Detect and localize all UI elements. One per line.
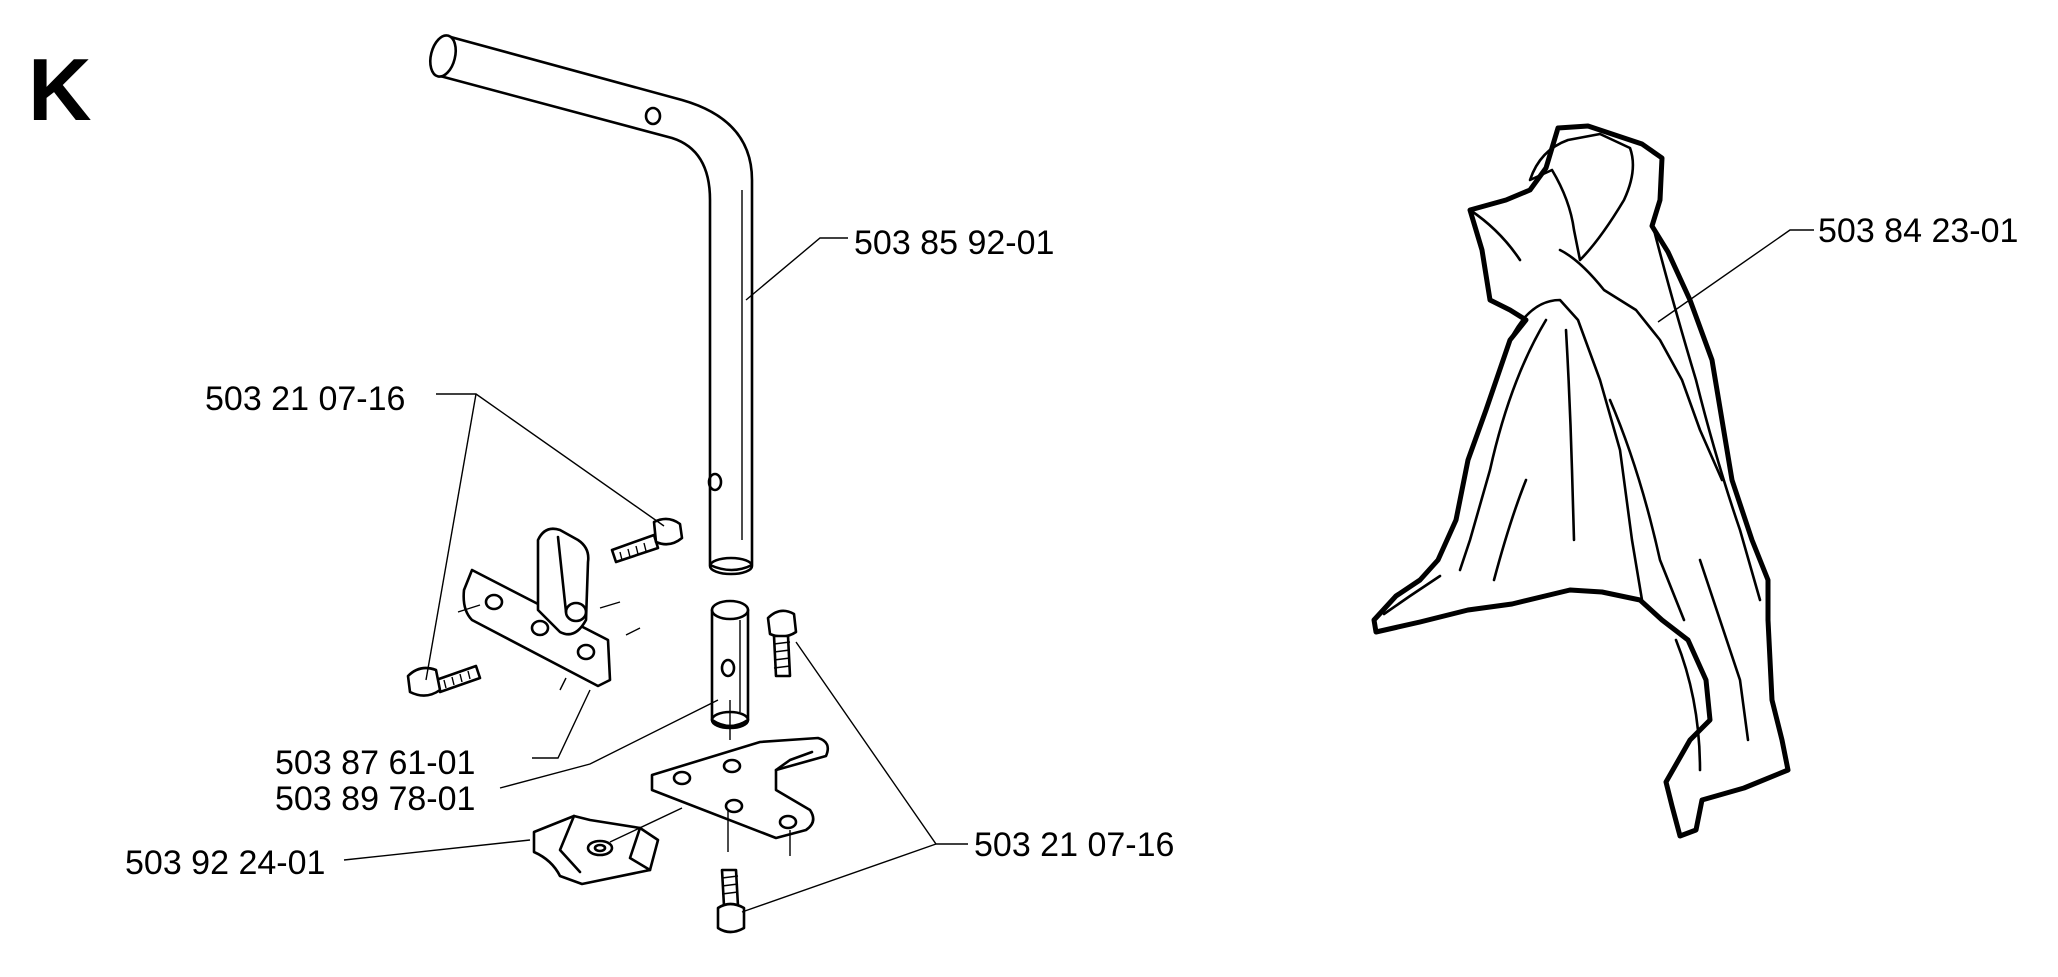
label-clip: 503 92 24-01 [125, 844, 325, 882]
guard-part [1371, 123, 1791, 839]
lower-bracket-part [650, 700, 830, 856]
label-guard: 503 84 23-01 [1818, 212, 2018, 250]
label-clamp-plate: 503 87 61-01 [275, 744, 475, 782]
screw-right-part [766, 609, 798, 678]
tube-part [428, 34, 754, 576]
screw-left-part [406, 664, 482, 697]
clip-part [532, 814, 660, 886]
label-pin: 503 89 78-01 [275, 780, 475, 818]
screw-top-part [610, 517, 684, 564]
label-screw-top: 503 21 07-16 [205, 380, 405, 418]
section-letter: K [28, 40, 92, 139]
label-tube: 503 85 92-01 [854, 224, 1054, 262]
leader-lines [343, 229, 1814, 913]
screw-bottom-part [716, 868, 746, 934]
clamp-plate-part [457, 527, 641, 691]
label-screw-bottom: 503 21 07-16 [974, 826, 1174, 864]
